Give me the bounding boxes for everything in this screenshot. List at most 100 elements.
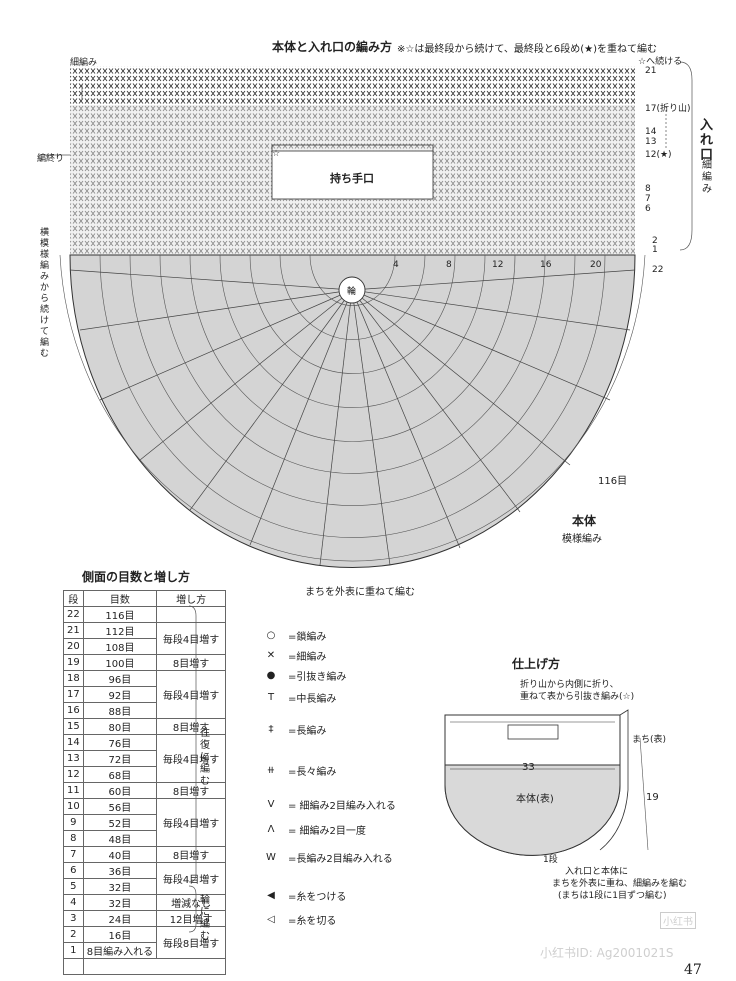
inner-mark: 12 (492, 260, 504, 270)
method: 毎段4目増す (156, 798, 227, 847)
legend-item: Λ= 細編み2目一度 (258, 822, 366, 837)
finish-row1: 1段 (543, 855, 558, 865)
side-label-wa: 輪に編む (200, 895, 210, 942)
label-body-count: 116目 (598, 476, 628, 487)
chain-icon: ○ (266, 630, 276, 641)
method: 毎段4目増す (156, 862, 227, 895)
stitch-count: 56目 (82, 798, 158, 815)
row-num: 1 (63, 942, 84, 959)
stitch-count: 52目 (82, 814, 158, 831)
stitch-count: 96目 (82, 670, 158, 687)
row-num: 11 (63, 782, 84, 799)
finish-bottom2: まちを外表に重ね、細編みを編む (552, 879, 688, 889)
legend-item: ‡=長編み (258, 722, 327, 737)
finish-height: 19 (646, 792, 659, 803)
label-wa: 輪 (347, 287, 357, 297)
svg-text:☆: ☆ (272, 149, 280, 159)
row-num: 4 (63, 894, 84, 911)
row-num: 22 (63, 606, 84, 623)
row-num: 20 (63, 638, 84, 655)
label-iriguchi: 入れ口 (700, 118, 714, 163)
legend-item: ◁=糸を切る (258, 912, 336, 927)
sc-decrease-icon: Λ (267, 824, 275, 835)
row-mark: 17(折り山) (645, 104, 691, 114)
main-title: 本体と入れ口の編み方 (272, 40, 393, 54)
stitch-count: 32目 (82, 894, 158, 911)
slip-stitch-icon: ● (266, 670, 276, 681)
row-num: 5 (63, 878, 84, 895)
side-label-ofuku: 往復に編む (200, 728, 210, 787)
row-mark: 8 (645, 184, 651, 194)
method: 毎段4目増す (156, 622, 227, 655)
row-num: 17 (63, 686, 84, 703)
row-num: 9 (63, 814, 84, 831)
stitch-count (82, 958, 227, 975)
finish-bottom1: 入れ口と本体に (565, 867, 629, 877)
sc-increase-icon: V (267, 799, 275, 810)
side-table-title: 側面の目数と増し方 (82, 570, 191, 584)
label-saihosomi-right: 細編み (702, 160, 712, 195)
stitch-count: 72目 (82, 750, 158, 767)
stitch-count: 24目 (82, 910, 158, 927)
row-num: 3 (63, 910, 84, 927)
inner-mark: 4 (393, 260, 399, 270)
row-num: 12 (63, 766, 84, 783)
label-amiowari: 編終り (37, 154, 65, 164)
label-machi: まちを外表に重ねて編む (305, 587, 415, 598)
legend-item: ✕=細編み (258, 648, 327, 663)
row-num: 2 (63, 926, 84, 943)
main-note: ※☆は最終段から続けて、最終段と6段め(★)を重ねて編む (397, 44, 657, 55)
dc-increase-icon: W (266, 852, 276, 863)
row-mark: 21 (645, 66, 657, 76)
legend-item: ⧺=長々編み (258, 763, 337, 778)
stitch-count: 92目 (82, 686, 158, 703)
stitch-count: 108目 (82, 638, 158, 655)
stitch-count: 80目 (82, 718, 158, 735)
row-num: 8 (63, 830, 84, 847)
stitch-count: 112目 (82, 622, 158, 639)
stitch-count: 116目 (82, 606, 158, 623)
double-crochet-icon: ‡ (268, 724, 274, 735)
row-mark: 22 (652, 265, 664, 275)
table-header: 段 (63, 590, 84, 607)
legend-item: ○=鎖編み (258, 628, 327, 643)
legend-item: V= 細編み2目編み入れる (258, 797, 396, 812)
legend-item: ●=引抜き編み (258, 668, 347, 683)
row-num: 6 (63, 862, 84, 879)
label-saihosomi-top: 細編み (70, 58, 98, 68)
table-header: 目数 (82, 590, 158, 607)
stitch-count: 88目 (82, 702, 158, 719)
stitch-count: 8目編み入れる (82, 942, 158, 959)
row-num: 16 (63, 702, 84, 719)
inner-mark: 16 (540, 260, 552, 270)
stitch-count: 76目 (82, 734, 158, 751)
stitch-count: 100目 (82, 654, 158, 671)
single-crochet-icon: ✕ (266, 650, 276, 661)
page-number: 47 (684, 962, 702, 978)
row-mark: 7 (645, 194, 651, 204)
row-mark: 12(★) (645, 150, 672, 160)
method: 8目増す (156, 782, 227, 799)
row-num: 19 (63, 654, 84, 671)
finish-note2: 重ねて表から引抜き編み(☆) (520, 692, 635, 702)
row-num: 21 (63, 622, 84, 639)
label-star-continue: ☆へ続ける (638, 57, 683, 67)
attach-yarn-icon: ◀ (267, 890, 275, 901)
method: 毎段4目増す (156, 670, 227, 719)
watermark: 小红书ID: Ag2001021S (540, 946, 674, 960)
row-num: 15 (63, 718, 84, 735)
legend-item: ◀=糸をつける (258, 888, 346, 903)
stitch-count: 60目 (82, 782, 158, 799)
finish-title: 仕上げ方 (512, 657, 561, 671)
treble-crochet-icon: ⧺ (266, 765, 276, 776)
row-num: 10 (63, 798, 84, 815)
row-num: 18 (63, 670, 84, 687)
finish-diagram (444, 709, 649, 856)
handle-opening (271, 150, 434, 200)
legend-item: W=長編み2目編み入れる (258, 850, 393, 865)
label-handle: 持ち手口 (330, 172, 374, 185)
row-num: 14 (63, 734, 84, 751)
row-mark: 1 (652, 245, 658, 255)
